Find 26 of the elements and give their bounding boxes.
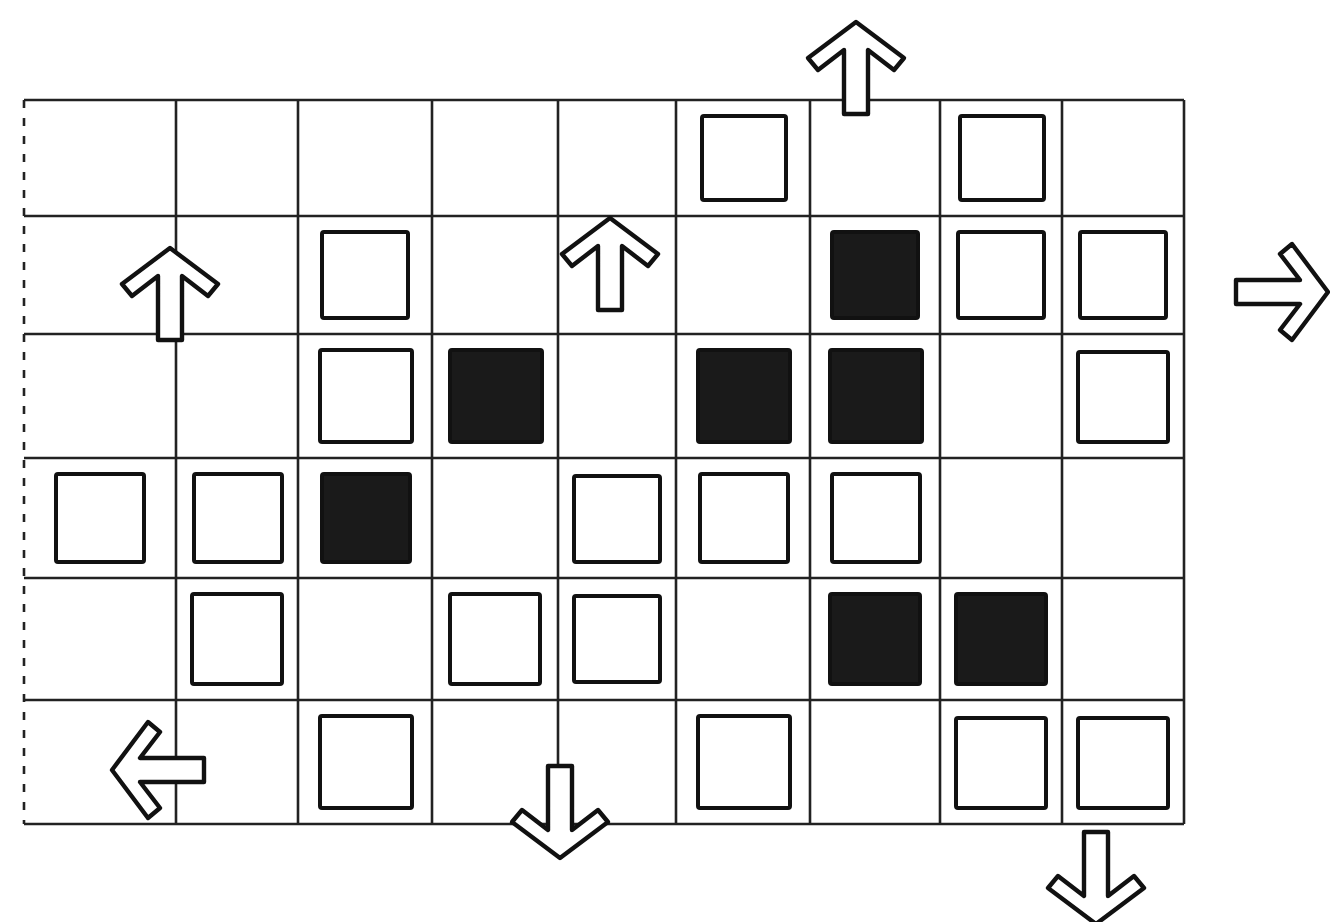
- square: [1078, 230, 1168, 320]
- square: [572, 594, 662, 684]
- filled-square: [830, 230, 920, 320]
- square: [190, 592, 284, 686]
- filled-square: [828, 592, 922, 686]
- filled-square: [447, 348, 543, 444]
- square: [954, 715, 1048, 809]
- filled-square: [827, 348, 923, 444]
- square: [957, 114, 1045, 202]
- square: [697, 472, 789, 564]
- square: [448, 592, 542, 686]
- square: [317, 348, 413, 444]
- filled-square: [954, 592, 1048, 686]
- filled-square: [319, 472, 411, 564]
- square: [699, 114, 787, 202]
- square: [695, 714, 791, 810]
- square: [320, 230, 410, 320]
- square: [1076, 715, 1170, 809]
- square: [1076, 349, 1170, 443]
- square: [572, 473, 662, 563]
- square: [54, 472, 146, 564]
- square: [956, 230, 1046, 320]
- filled-square: [695, 348, 791, 444]
- square: [317, 714, 413, 810]
- square: [191, 472, 283, 564]
- square: [829, 472, 921, 564]
